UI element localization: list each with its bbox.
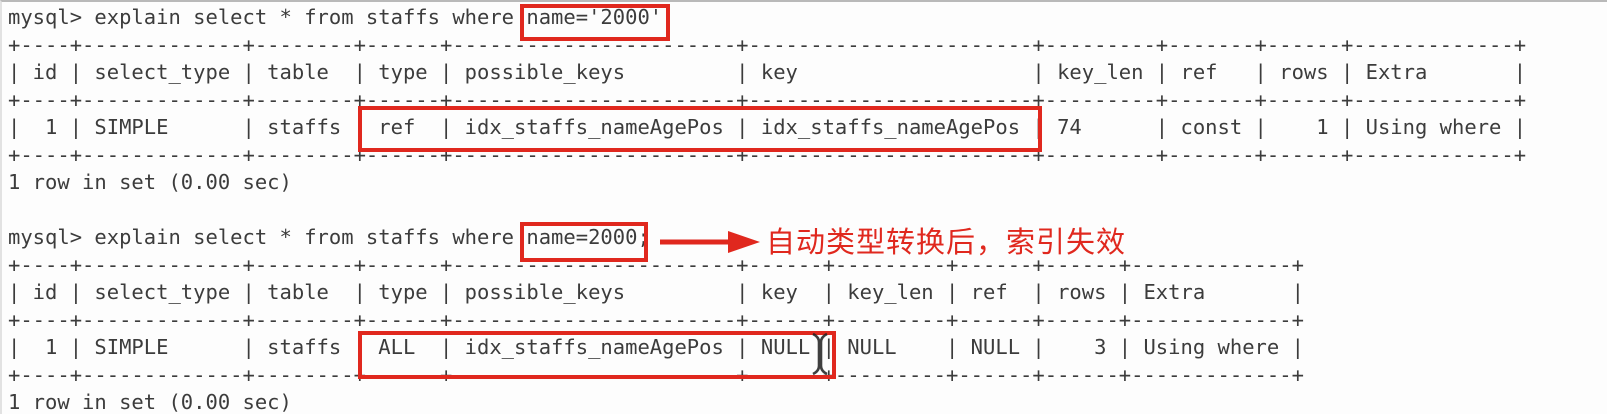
index-invalid-annotation: 自动类型转换后，索引失效	[766, 225, 1127, 259]
red-arrow-icon	[660, 231, 760, 253]
terminal-output: mysql> explain select * from staffs wher…	[8, 5, 1527, 414]
text-cursor-icon	[812, 332, 828, 376]
